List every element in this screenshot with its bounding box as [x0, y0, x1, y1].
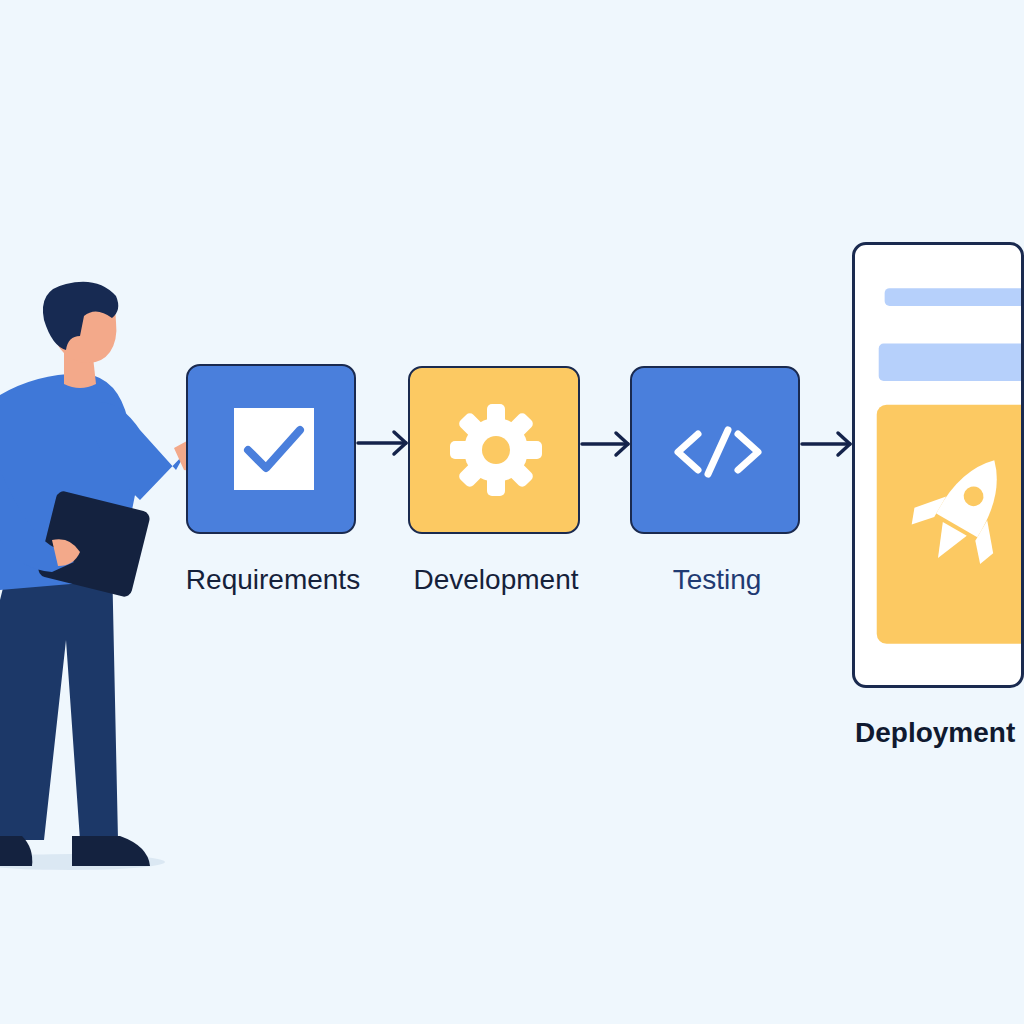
flow-arrow [582, 433, 628, 455]
stage-icon [410, 368, 578, 532]
stage-label: Development [380, 564, 612, 596]
flow-arrow [358, 432, 406, 454]
stage-icon [188, 366, 354, 532]
stage-label: Testing [612, 564, 822, 596]
stage-box: Requirements [186, 364, 356, 534]
stage-box: Deployment [852, 242, 1024, 688]
stage-icon [855, 245, 1021, 685]
stage-box: Testing [630, 366, 800, 534]
stage-box: Development [408, 366, 580, 534]
stage-label: Deployment [855, 717, 1024, 749]
flow-arrow [802, 433, 850, 455]
stage-icon [632, 368, 798, 532]
stage-label: Requirements [168, 564, 378, 596]
